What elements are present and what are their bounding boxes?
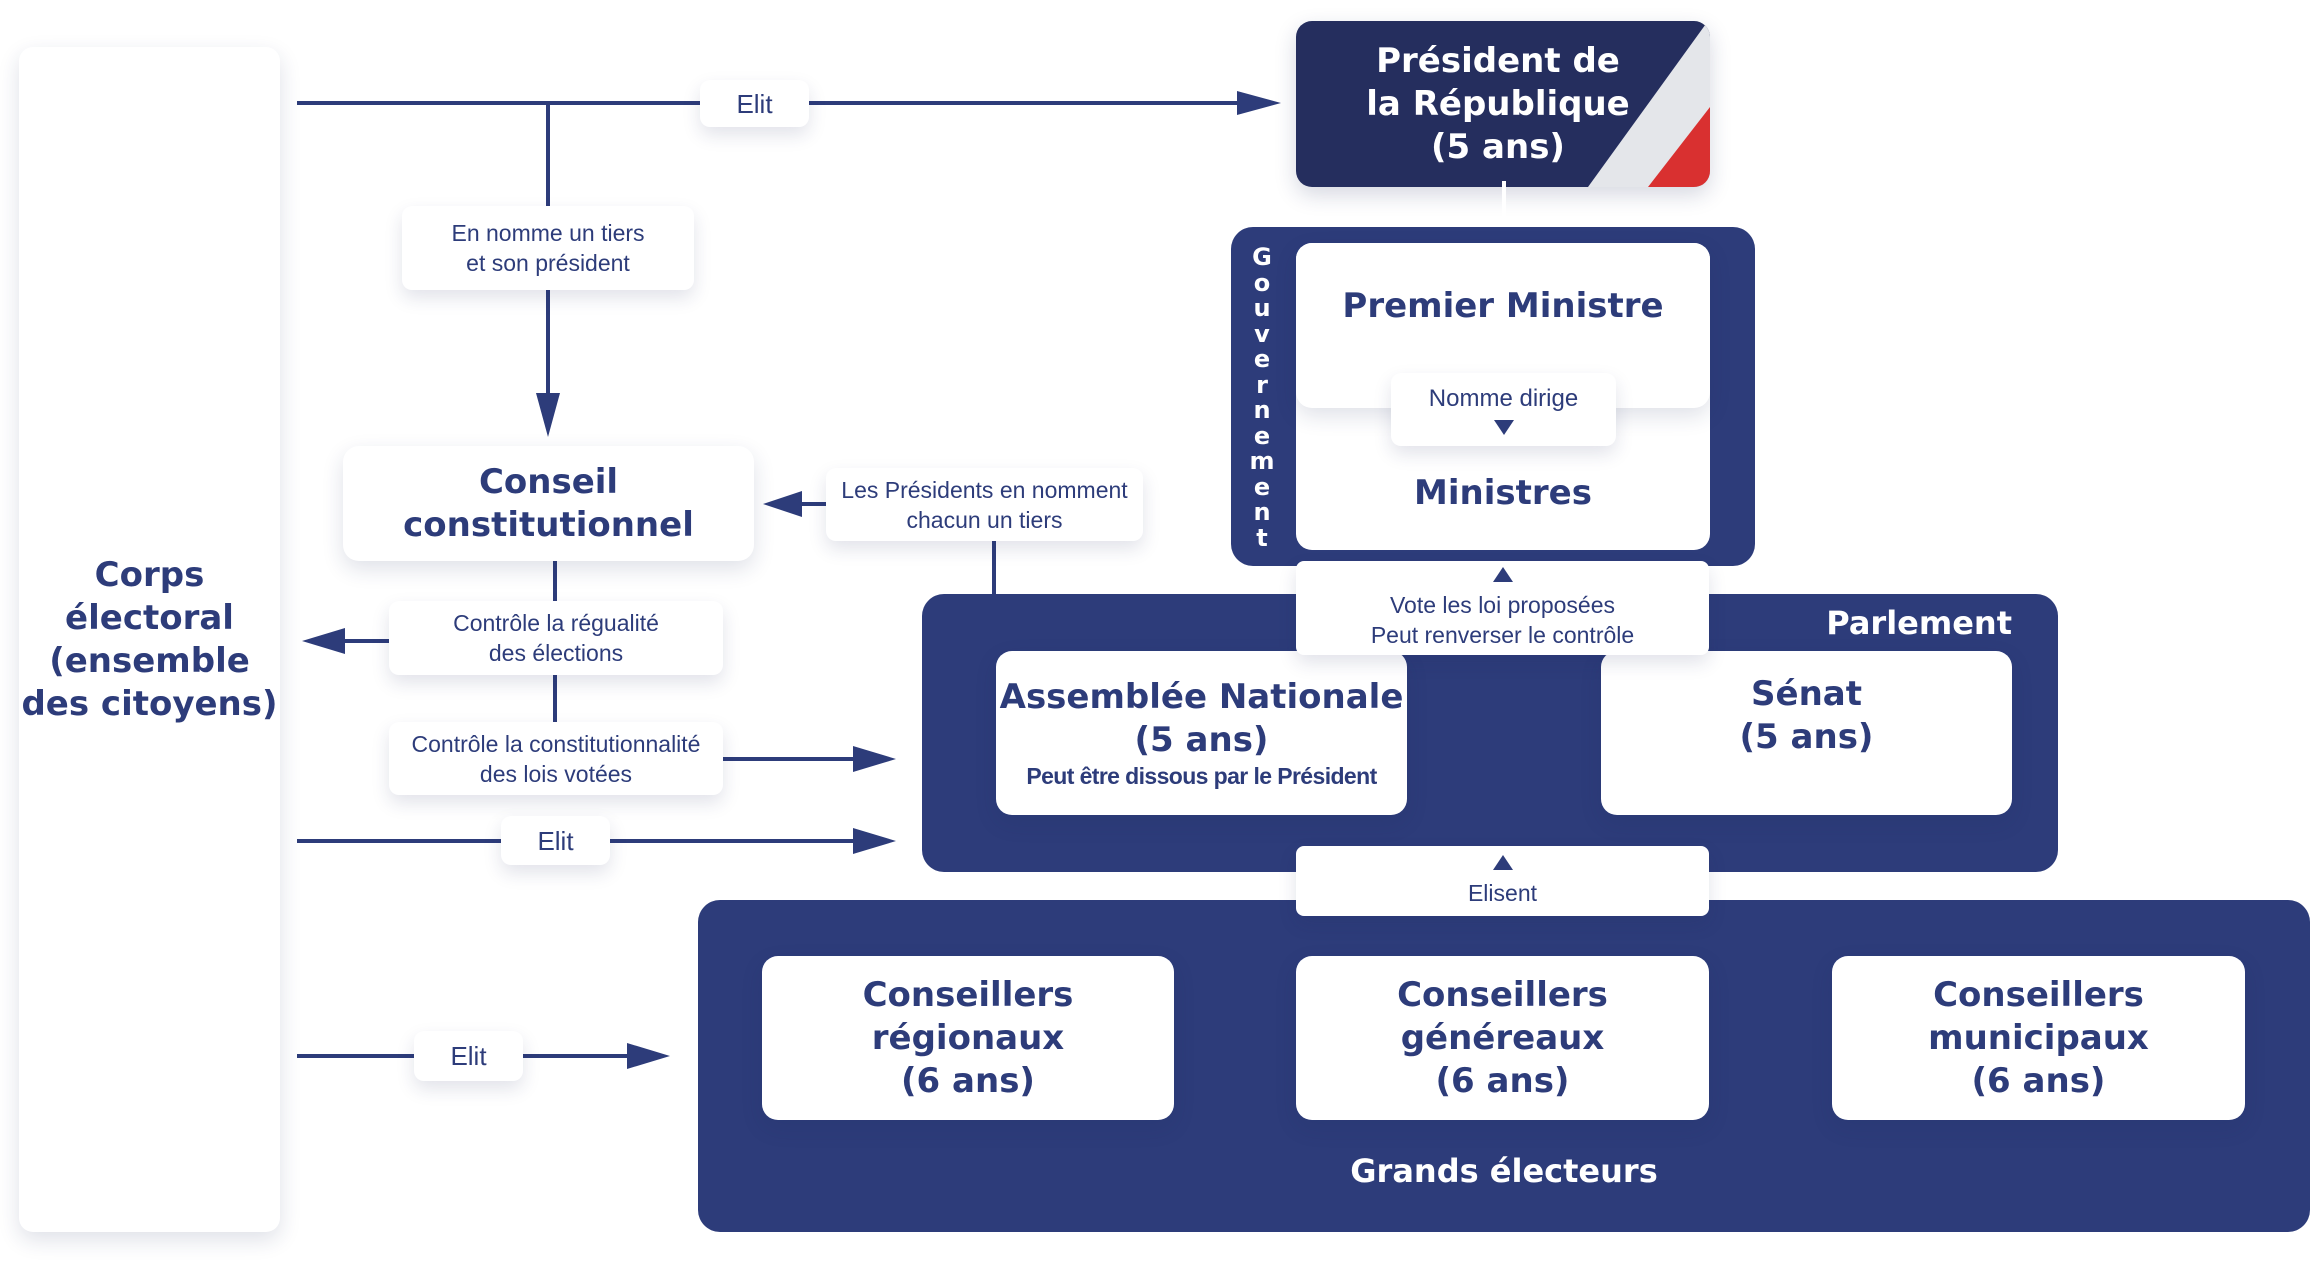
conseillers-line-1: Conseillers (862, 974, 1074, 1015)
conseillers-line-2: municipaux (1928, 1017, 2149, 1058)
gouvernement-letter: e (1253, 421, 1271, 450)
conseillers-generaux-box: Conseillers généreaux (6 ans) (1296, 956, 1709, 1120)
edge-label-text-2: chacun un tiers (906, 506, 1063, 533)
premier-ministre-box: Premier Ministre (1296, 243, 1710, 408)
conseil-line-2: constitutionnel (403, 504, 694, 545)
arrow-up-icon (1492, 854, 1513, 870)
arrowhead-elit-conseillers (627, 1043, 670, 1069)
gouvernement-letter: r (1256, 370, 1268, 399)
gouvernement-letter: t (1256, 523, 1268, 552)
edge-label-text-2: et son président (466, 250, 630, 276)
conseillers-municipaux-box: Conseillers municipaux (6 ans) (1832, 956, 2245, 1120)
gouvernement-letter: u (1253, 294, 1271, 322)
edge-label-presidents-nomment: Les Présidents en nomment chacun un tier… (826, 468, 1143, 541)
edge-label-text: Nomme dirige (1428, 385, 1579, 412)
conseil-line-1: Conseil (478, 461, 619, 502)
edge-label-text-1: Les Présidents en nomment (841, 476, 1128, 503)
ministres-label: Ministres (1414, 472, 1592, 513)
edge-label-text: Elit (450, 1041, 487, 1071)
arrow-down-icon (1493, 420, 1514, 435)
arrowhead-elit-parlement (853, 828, 896, 854)
edge-label-text-2: Peut renverser le contrôle (1370, 621, 1635, 648)
senat-box: Sénat (5 ans) (1601, 651, 2012, 815)
gouvernement-letter: o (1253, 268, 1271, 297)
arrowhead-presidents-nomment (763, 491, 802, 517)
conseillers-line-1: Conseillers (1397, 974, 1608, 1015)
gouvernement-letter: e (1253, 472, 1271, 501)
conseillers-line-3: (6 ans) (1971, 1060, 2106, 1101)
edge-label-text-1: Contrôle la régualité (453, 610, 659, 636)
arrowhead-regualite (302, 628, 345, 654)
president-line-2: la République (1366, 83, 1630, 124)
arrowhead-president (1237, 91, 1281, 115)
edge-label-text: Elit (537, 825, 574, 856)
conseil-constitutionnel-box: Conseil constitutionnel (343, 446, 754, 561)
premier-ministre-label: Premier Ministre (1342, 285, 1664, 326)
conseillers-line-2: généreaux (1400, 1017, 1605, 1058)
assemblee-nationale-box: Assemblée Nationale (5 ans) Peut être di… (996, 651, 1407, 815)
edge-label-text-1: Contrôle la constitutionnalité (411, 730, 701, 757)
edge-label-elit-conseillers: Elit (414, 1031, 523, 1081)
edge-label-text: Elit (736, 88, 773, 119)
grands-electeurs-title: Grands électeurs (1350, 1152, 1658, 1190)
gouvernement-letter: n (1253, 396, 1271, 424)
corps-electoral-line-1: Corps (94, 554, 205, 595)
parlement-title: Parlement (1826, 604, 2012, 642)
conseillers-line-3: (6 ans) (1435, 1060, 1570, 1101)
assemblee-duration: (5 ans) (1134, 720, 1269, 760)
edge-label-nomme-tiers: En nomme un tiers et son président (402, 206, 694, 290)
edge-label-text-1: En nomme un tiers (451, 220, 645, 246)
conseillers-regionaux-box: Conseillers régionaux (6 ans) (762, 956, 1174, 1120)
edge-label-text-1: Vote les loi proposées (1389, 591, 1616, 618)
assemblee-name: Assemblée Nationale (999, 677, 1404, 717)
gouvernement-letter: e (1253, 345, 1271, 373)
senat-name: Sénat (1751, 674, 1862, 714)
edge-label-controle-regualite: Contrôle la régualité des élections (389, 601, 723, 675)
corps-electoral-box: Corps électoral (ensemble des citoyens) (19, 47, 280, 1232)
edge-label-text-2: des élections (488, 640, 624, 666)
edge-label-vote-lois: Vote les loi proposées Peut renverser le… (1296, 561, 1709, 655)
edge-label-controle-constitutionnalite: Contrôle la constitutionnalité des lois … (389, 722, 723, 795)
edge-label-elit-parlement: Elit (501, 816, 610, 865)
gouvernement-letter: v (1254, 319, 1270, 348)
conseillers-line-2: régionaux (871, 1017, 1065, 1058)
corps-electoral-line-4: des citoyens) (21, 683, 278, 724)
arrowhead-conseil (536, 393, 560, 437)
president-line-3: (5 ans) (1431, 126, 1565, 167)
edge-label-text-2: des lois votées (479, 760, 633, 787)
edge-label-nomme-dirige: Nomme dirige (1391, 373, 1616, 446)
edge-label-elit-president: Elit (700, 80, 809, 127)
gouvernement-vertical-label: G o u v e r n e m e n t (1247, 243, 1277, 552)
president-to-pm-arrow-line (1502, 181, 1506, 225)
president-box: Président de la République (5 ans) (1296, 21, 1710, 187)
edge-label-text: Elisent (1467, 879, 1538, 906)
french-flag-stripe-icon (1588, 21, 1710, 187)
arrow-up-icon (1492, 566, 1513, 582)
conseillers-line-1: Conseillers (1933, 974, 2144, 1015)
senat-duration: (5 ans) (1739, 717, 1874, 757)
gouvernement-letter: G (1252, 243, 1272, 271)
edge-label-elisent: Elisent (1296, 846, 1709, 916)
corps-electoral-line-3: (ensemble (49, 640, 250, 681)
arrowhead-constitutionnalite (853, 746, 896, 772)
corps-electoral-line-2: électoral (65, 597, 234, 638)
gouvernement-letter: n (1253, 498, 1271, 526)
assemblee-note: Peut être dissous par le Président (1026, 763, 1377, 789)
president-line-1: Président de (1376, 40, 1620, 81)
conseillers-line-3: (6 ans) (901, 1060, 1035, 1101)
gouvernement-letter: m (1249, 447, 1275, 475)
